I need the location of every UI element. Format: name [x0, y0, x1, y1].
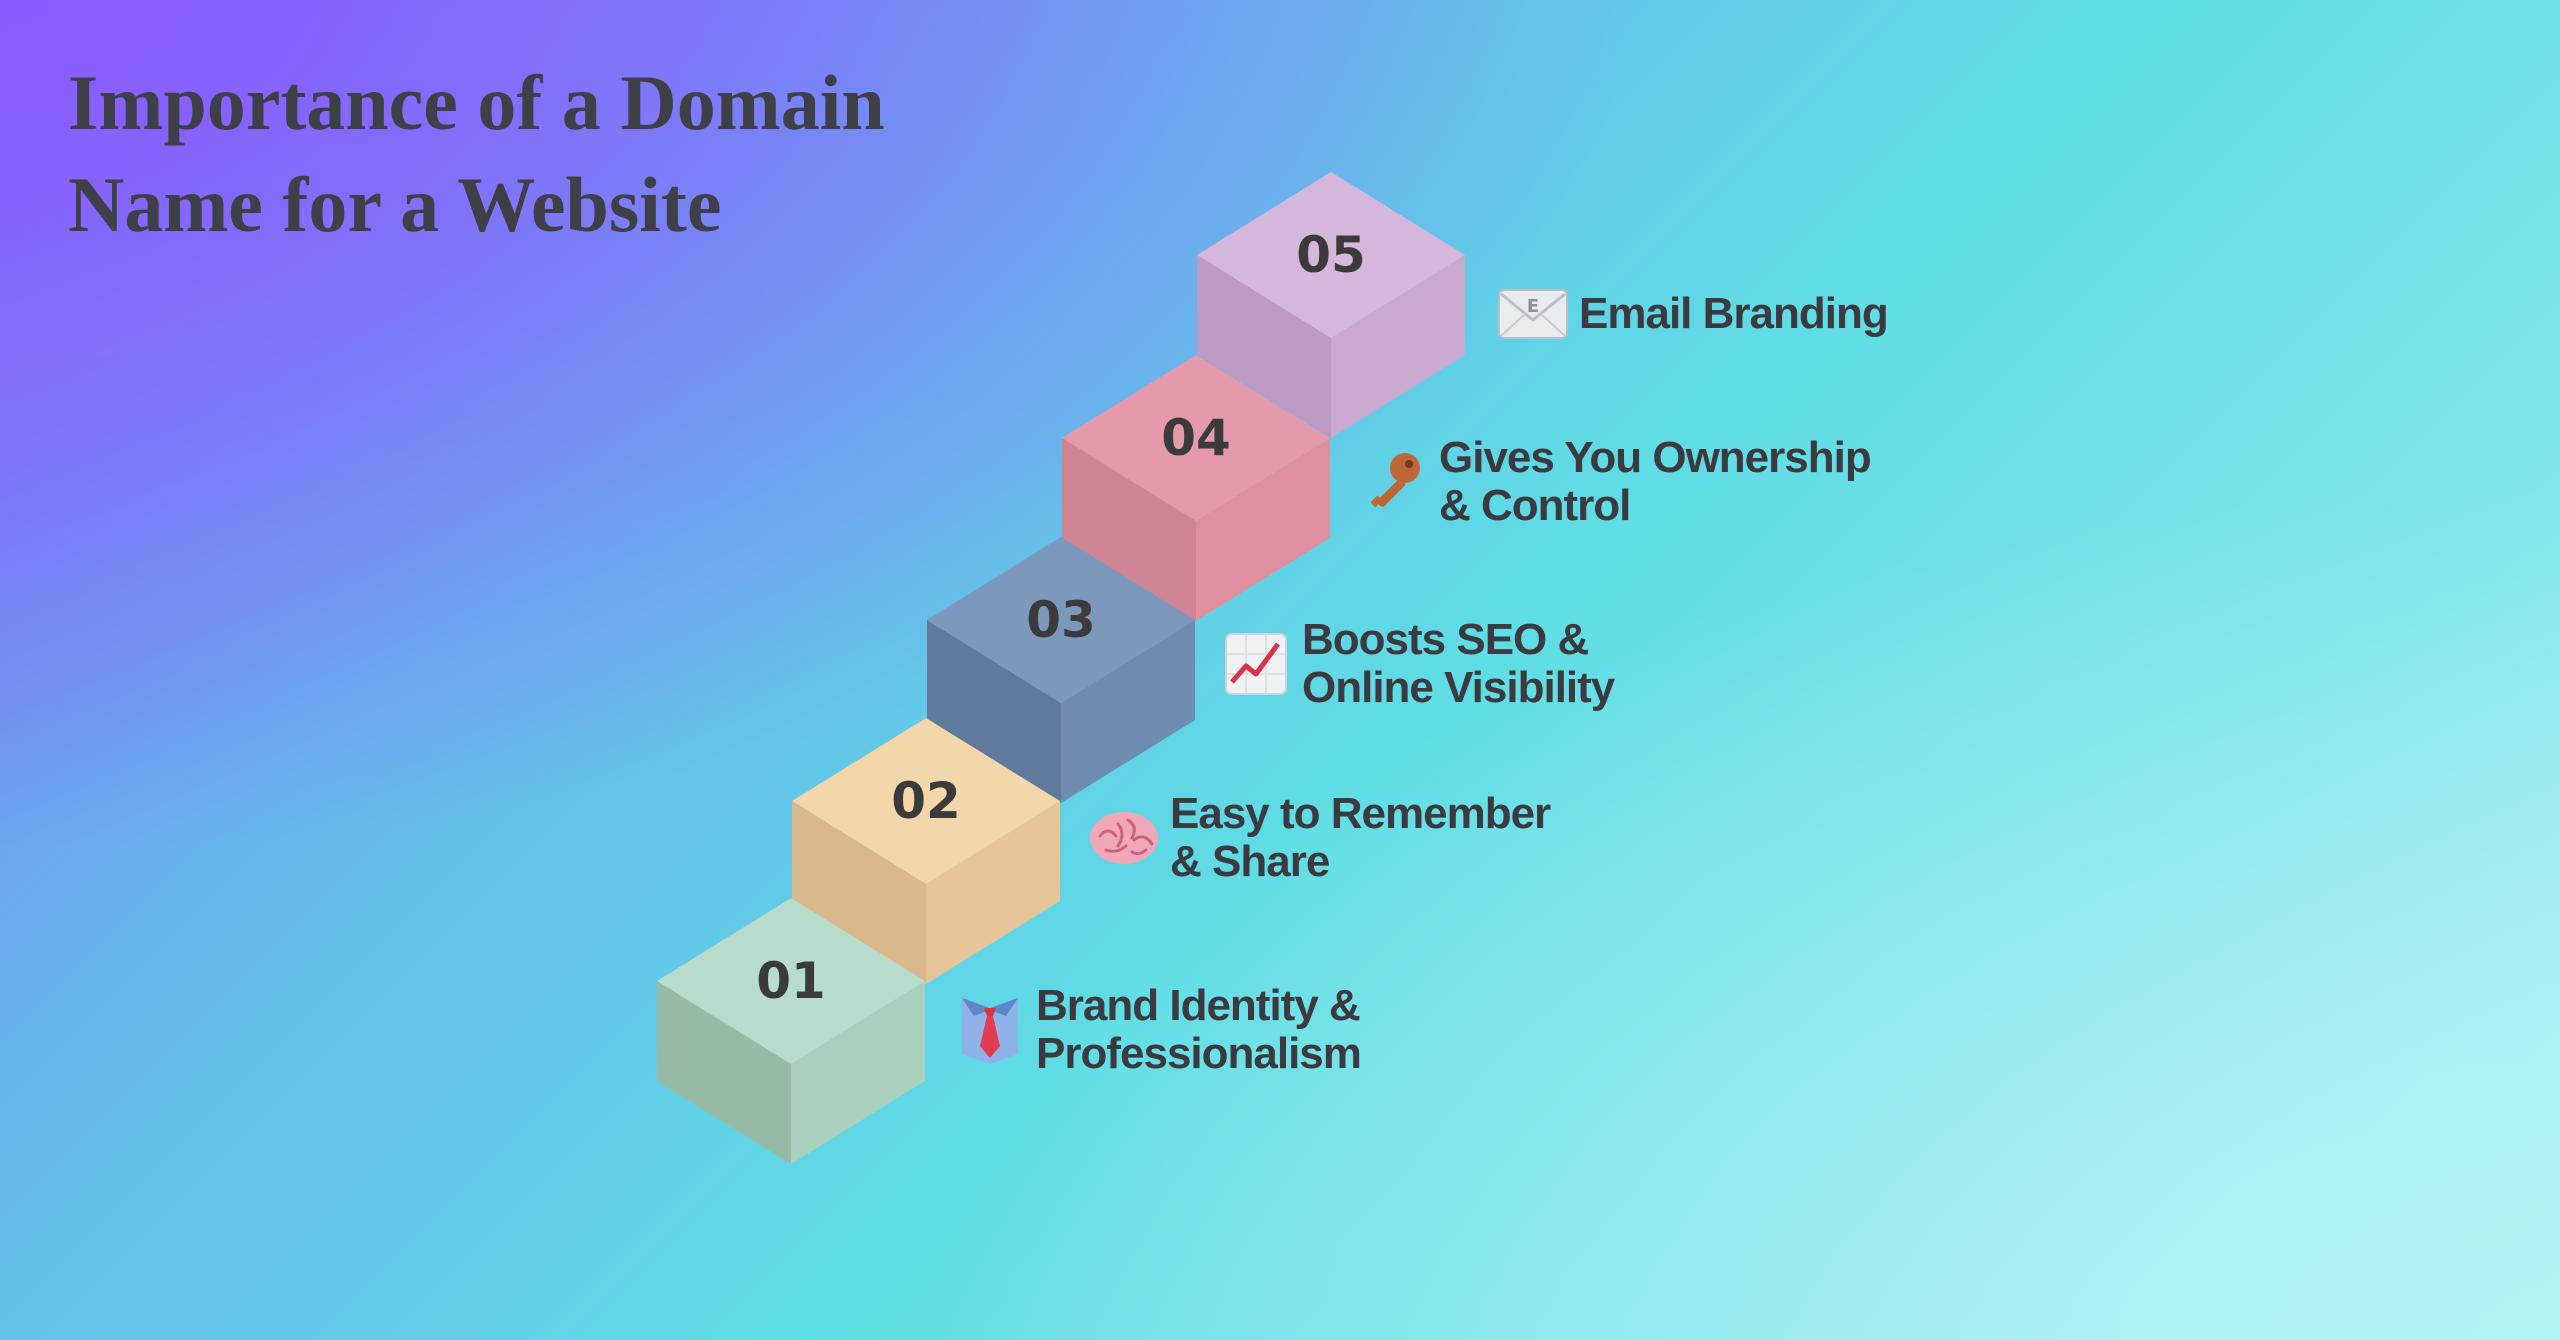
title-line-1: Importance of a Domain — [68, 59, 885, 146]
step-01-title-line-1: Brand Identity & — [1036, 981, 1361, 1030]
step-02-title-line-2: & Share — [1170, 837, 1330, 886]
step-cube-01: 01 — [657, 898, 925, 1164]
cube-04-right-face — [1196, 438, 1330, 621]
cube-02-left-face — [792, 801, 926, 984]
cube-05-left-face — [1197, 255, 1331, 438]
step-label-03: Boosts SEO & Online Visibility — [1220, 615, 1615, 712]
step-label-04: Gives You Ownership & Control — [1357, 433, 1872, 530]
page-title: Importance of a Domain Name for a Websit… — [68, 52, 885, 256]
brain-icon — [1088, 802, 1160, 874]
step-label-05-text: Email Branding — [1579, 289, 1889, 338]
envelope-icon: E — [1497, 278, 1569, 350]
cube-01-left-face — [657, 981, 791, 1164]
cube-03-left-face — [927, 620, 1061, 803]
chart-increasing-icon — [1220, 628, 1292, 700]
cube-03-number: 03 — [1026, 591, 1096, 649]
cube-05-right-face — [1331, 255, 1465, 438]
cube-02-right-face — [926, 801, 1060, 984]
cube-03-right-face — [1061, 620, 1195, 803]
step-label-01-text: Brand Identity & Professionalism — [1036, 981, 1362, 1078]
cube-01-number: 01 — [756, 952, 826, 1010]
svg-text:E: E — [1527, 296, 1539, 317]
necktie-icon — [954, 994, 1026, 1066]
cube-02-top-face — [792, 718, 1060, 884]
step-02-title-line-1: Easy to Remember — [1170, 789, 1551, 838]
cube-04-left-face — [1062, 438, 1196, 621]
cube-04-top-face — [1062, 355, 1330, 521]
cube-01-right-face — [791, 981, 925, 1164]
step-cube-03: 03 — [927, 537, 1195, 803]
step-label-03-text: Boosts SEO & Online Visibility — [1302, 615, 1615, 712]
step-cube-05: 05 — [1197, 172, 1465, 438]
step-cube-04: 04 — [1062, 355, 1330, 621]
step-04-title-line-2: & Control — [1439, 481, 1631, 530]
cube-01-top-face — [657, 898, 925, 1064]
step-label-04-text: Gives You Ownership & Control — [1439, 433, 1872, 530]
step-03-title-line-1: Boosts SEO & — [1302, 615, 1589, 664]
cube-02-number: 02 — [891, 772, 961, 830]
step-label-02: Easy to Remember & Share — [1088, 789, 1551, 886]
step-01-title-line-2: Professionalism — [1036, 1029, 1362, 1078]
cube-03-top-face — [927, 537, 1195, 703]
step-cube-02: 02 — [792, 718, 1060, 984]
step-04-title-line-1: Gives You Ownership — [1439, 433, 1872, 482]
step-label-02-text: Easy to Remember & Share — [1170, 789, 1551, 886]
key-icon — [1357, 446, 1429, 518]
step-label-05: E Email Branding — [1497, 278, 1889, 350]
step-label-01: Brand Identity & Professionalism — [954, 981, 1362, 1078]
cube-05-number: 05 — [1296, 226, 1366, 284]
step-05-title: Email Branding — [1579, 289, 1889, 338]
cube-05-top-face — [1197, 172, 1465, 338]
step-03-title-line-2: Online Visibility — [1302, 663, 1615, 712]
cube-04-number: 04 — [1161, 409, 1231, 467]
title-line-2: Name for a Website — [68, 161, 722, 248]
